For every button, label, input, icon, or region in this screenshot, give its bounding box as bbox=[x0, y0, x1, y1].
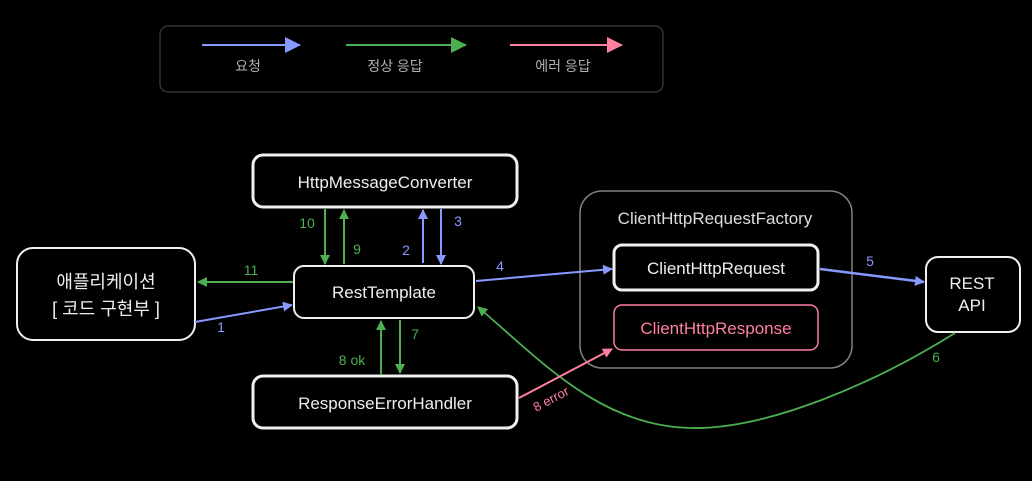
rest-api-label-line1: REST bbox=[949, 274, 994, 293]
edge-7-label: 7 bbox=[411, 326, 419, 342]
application-label-line2: [ 코드 구현부 ] bbox=[52, 299, 160, 319]
edge-4-label: 4 bbox=[496, 258, 504, 274]
rest-template-box bbox=[293, 265, 475, 319]
edge-3: 3 bbox=[436, 209, 462, 265]
edge-6-label: 6 bbox=[932, 349, 940, 365]
edge-1-label: 1 bbox=[217, 319, 225, 335]
legend-ok-label: 정상 응답 bbox=[367, 58, 423, 74]
legend-request-label: 요청 bbox=[235, 58, 261, 74]
edge-10-label: 10 bbox=[299, 215, 315, 231]
legend-error-label: 에러 응답 bbox=[535, 58, 591, 74]
application-label-line1: 애플리케이션 bbox=[56, 272, 155, 292]
converter-box bbox=[251, 153, 519, 209]
edge-9: 9 bbox=[339, 209, 361, 264]
edge-8-ok: 8 ok bbox=[339, 320, 386, 375]
edge-5-line bbox=[819, 267, 925, 286]
legend: 요청 정상 응답 에러 응답 bbox=[159, 25, 664, 93]
edge-9-label: 9 bbox=[353, 241, 361, 257]
rest-api-box bbox=[925, 256, 1021, 333]
client-response-box bbox=[613, 304, 819, 351]
edge-8-ok-label: 8 ok bbox=[339, 352, 366, 368]
edge-5-label: 5 bbox=[866, 253, 874, 269]
converter-label: HttpMessageConverter bbox=[298, 173, 473, 192]
client-request-label: ClientHttpRequest bbox=[647, 259, 785, 278]
error-handler-label: ResponseErrorHandler bbox=[298, 394, 472, 413]
error-handler-box bbox=[251, 374, 519, 430]
edge-8-error-line bbox=[518, 348, 613, 399]
edge-6-line bbox=[477, 306, 956, 429]
edge-6: 6 bbox=[477, 306, 956, 429]
node-client-http-request: ClientHttpRequest bbox=[612, 243, 820, 292]
edge-3-label: 3 bbox=[454, 213, 462, 229]
edge-2: 2 bbox=[402, 209, 428, 263]
client-response-label: ClientHttpResponse bbox=[640, 319, 791, 338]
legend-box bbox=[159, 25, 664, 93]
rest-api-label-line2: API bbox=[958, 296, 985, 315]
factory-group: ClientHttpRequestFactory bbox=[579, 190, 853, 369]
factory-group-label: ClientHttpRequestFactory bbox=[618, 209, 813, 228]
node-application: 애플리케이션 [ 코드 구현부 ] bbox=[16, 247, 196, 341]
node-http-message-converter: HttpMessageConverter bbox=[251, 153, 519, 209]
edge-7: 7 bbox=[395, 320, 419, 374]
factory-group-box bbox=[579, 190, 853, 369]
node-client-http-response: ClientHttpResponse bbox=[613, 304, 819, 351]
rest-template-label: RestTemplate bbox=[332, 283, 436, 302]
edge-4: 4 bbox=[475, 258, 613, 282]
edge-11: 11 bbox=[197, 262, 293, 287]
node-response-error-handler: ResponseErrorHandler bbox=[251, 374, 519, 430]
edge-11-label: 11 bbox=[244, 262, 259, 278]
edge-1-line bbox=[194, 301, 293, 323]
node-rest-api: REST API bbox=[925, 256, 1021, 333]
node-rest-template: RestTemplate bbox=[293, 265, 475, 319]
edge-1: 1 bbox=[194, 301, 293, 335]
edge-5: 5 bbox=[819, 253, 925, 286]
edge-4-line bbox=[475, 264, 613, 282]
client-request-box bbox=[612, 243, 820, 292]
edge-10: 10 bbox=[299, 209, 330, 265]
application-box bbox=[16, 247, 196, 341]
edge-2-label: 2 bbox=[402, 242, 410, 258]
